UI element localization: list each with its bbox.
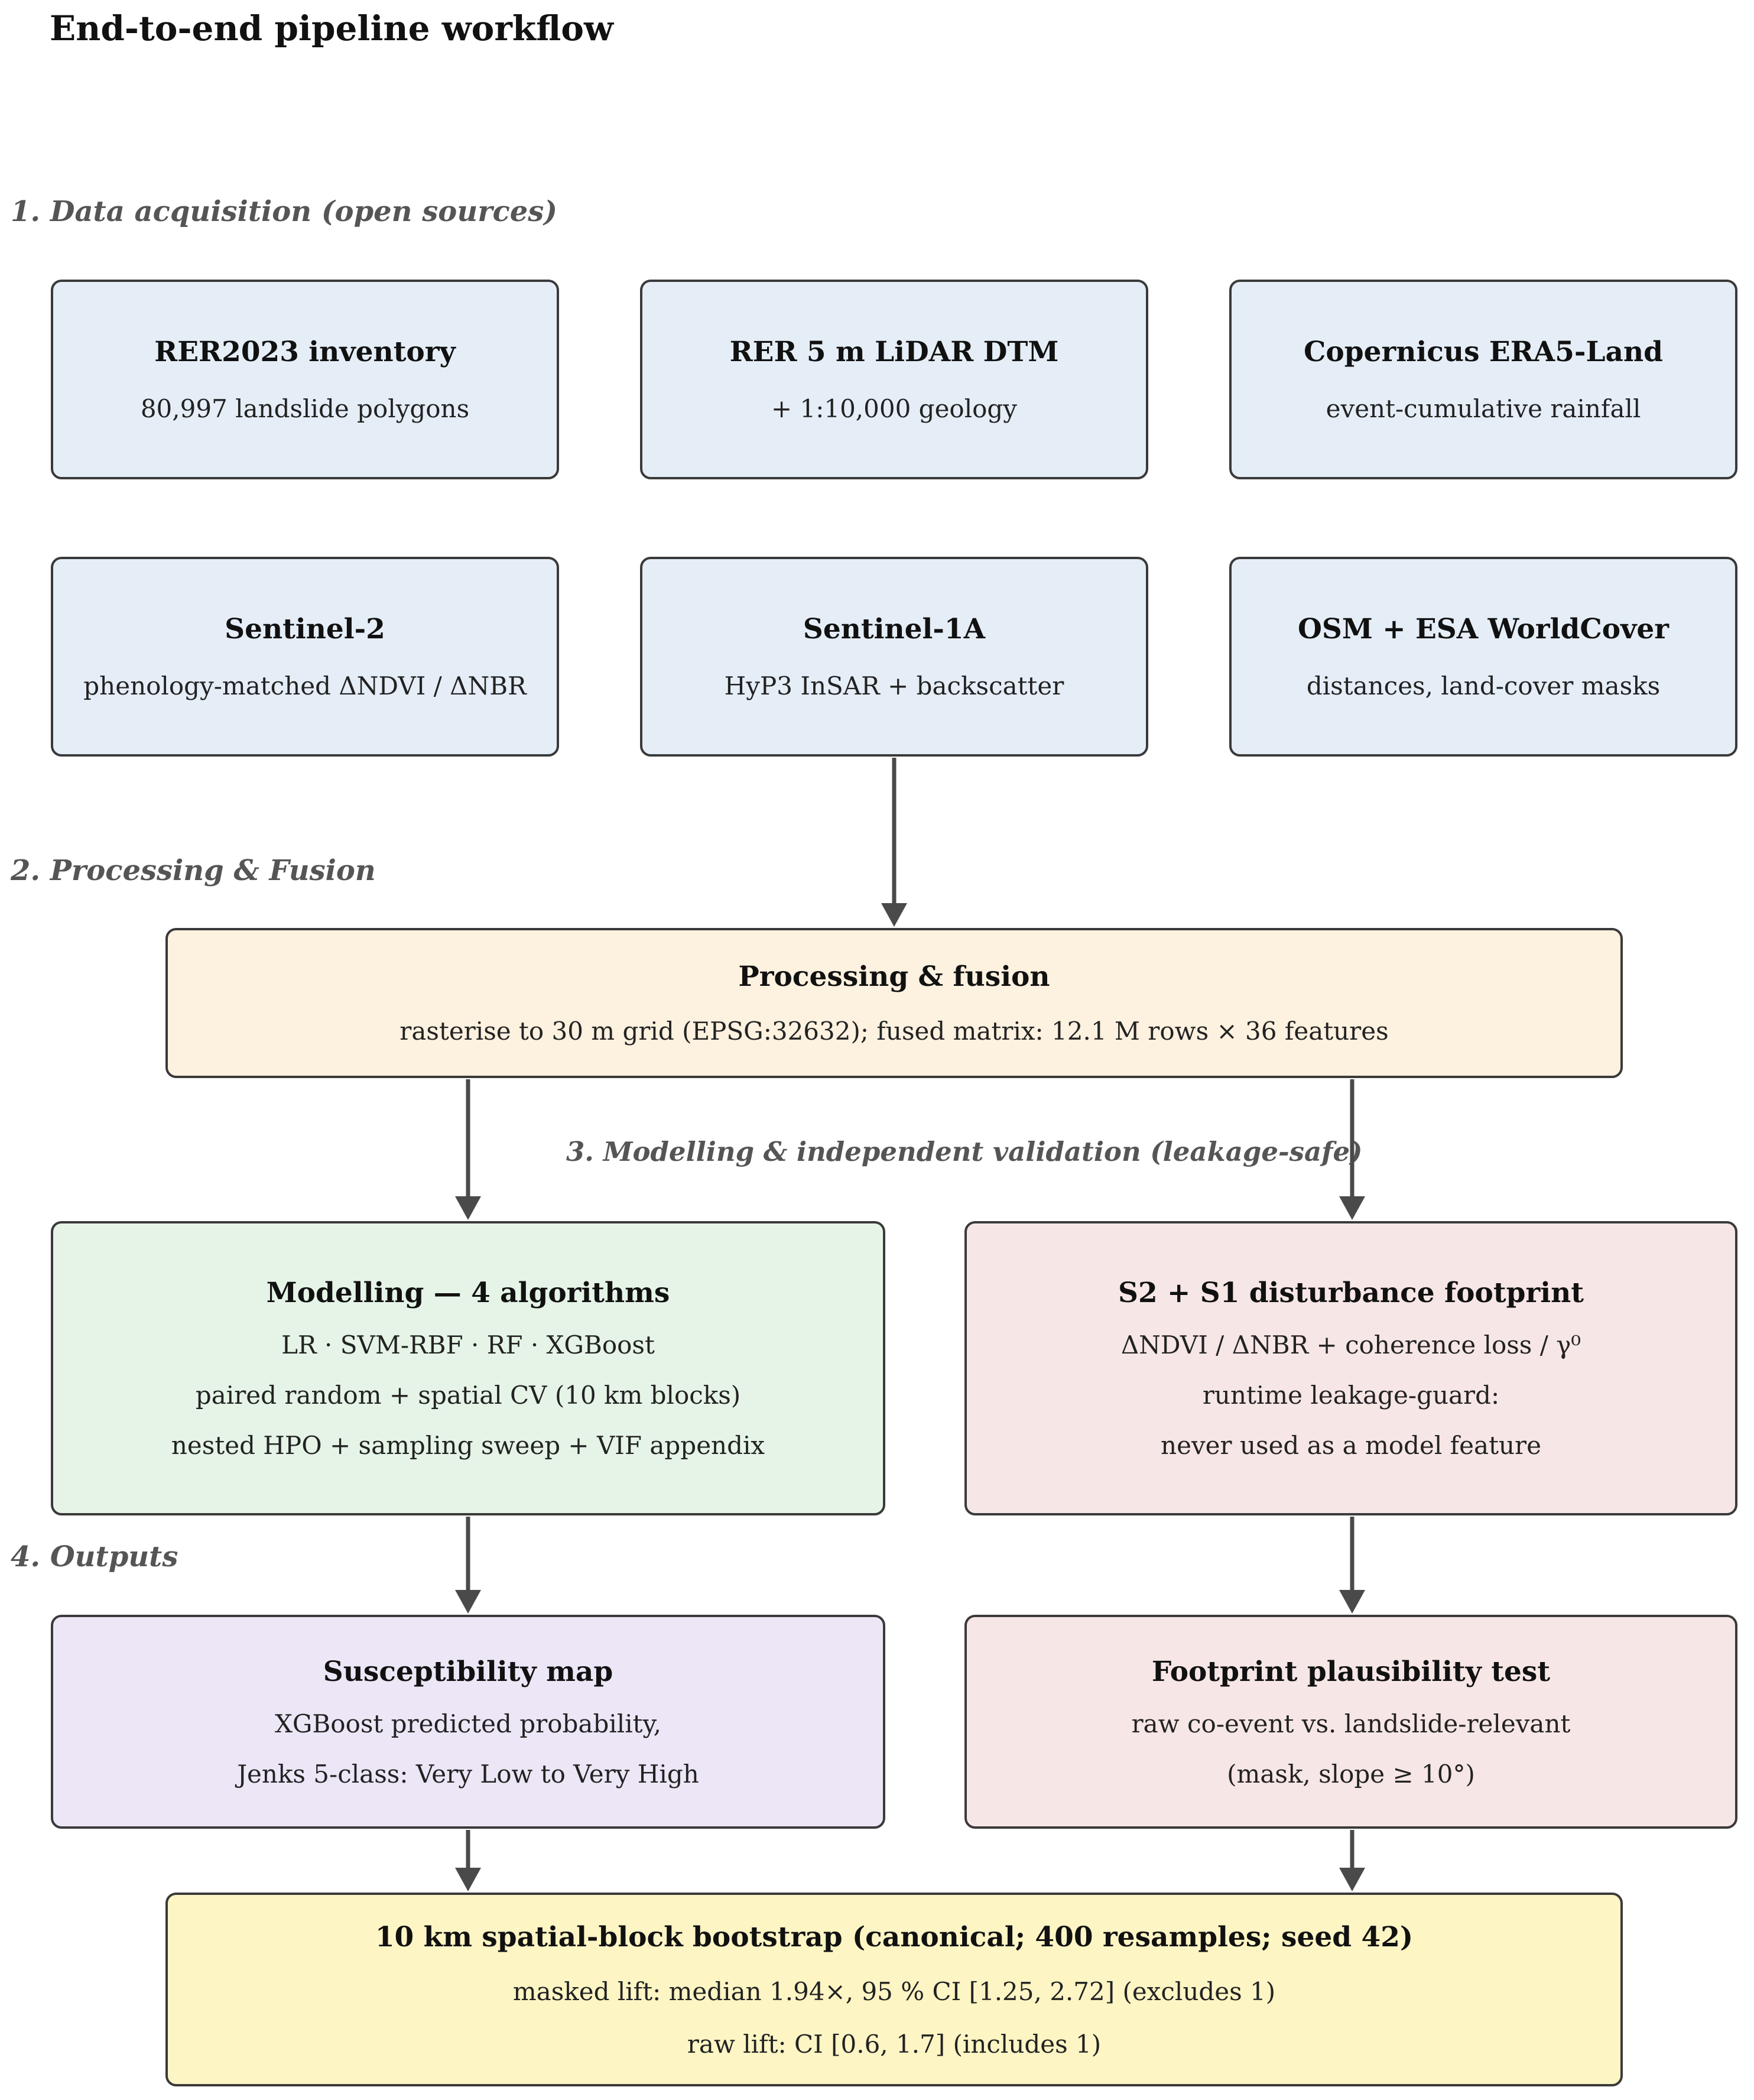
node-detail: raw lift: CI [0.6, 1.7] (includes 1): [687, 2029, 1102, 2059]
node-detail: 80,997 landslide polygons: [140, 394, 470, 423]
node-title: Footprint plausibility test: [1151, 1655, 1551, 1688]
arrowhead: [1339, 1590, 1365, 1614]
section-label-acquisition: 1. Data acquisition (open sources): [11, 195, 558, 228]
node-processing-fusion: Processing & fusion rasterise to 30 m gr…: [165, 928, 1623, 1078]
node-title: Copernicus ERA5-Land: [1303, 336, 1664, 368]
node-title: RER2023 inventory: [154, 336, 456, 368]
node-detail: XGBoost predicted probability,: [274, 1709, 662, 1738]
node-title: Sentinel-2: [225, 613, 385, 645]
node-detail: Jenks 5-class: Very Low to Very High: [237, 1759, 699, 1789]
node-title: Sentinel-1A: [803, 613, 986, 645]
node-modelling: Modelling — 4 algorithms LR · SVM-RBF · …: [51, 1221, 885, 1515]
arrowhead: [1339, 1196, 1365, 1220]
node-detail: raw co-event vs. landslide-relevant: [1131, 1709, 1571, 1738]
section-label-outputs: 4. Outputs: [11, 1540, 178, 1573]
node-sentinel-1a: Sentinel-1A HyP3 InSAR + backscatter: [640, 557, 1148, 757]
node-detail: + 1:10,000 geology: [771, 394, 1018, 423]
node-title: RER 5 m LiDAR DTM: [729, 336, 1059, 368]
node-title: Modelling — 4 algorithms: [266, 1277, 670, 1309]
node-susceptibility-map: Susceptibility map XGBoost predicted pro…: [51, 1615, 885, 1829]
node-detail: paired random + spatial CV (10 km blocks…: [195, 1381, 741, 1410]
node-detail: (mask, slope ≥ 10°): [1227, 1759, 1475, 1789]
node-title: Susceptibility map: [323, 1655, 613, 1688]
node-detail: ΔNDVI / ΔNBR + coherence loss / γ⁰: [1120, 1330, 1581, 1359]
node-detail: event-cumulative rainfall: [1326, 394, 1641, 423]
node-detail: runtime leakage-guard:: [1202, 1381, 1500, 1410]
section-label-modelling: 3. Modelling & independent validation (l…: [566, 1136, 1363, 1167]
node-osm-worldcover: OSM + ESA WorldCover distances, land-cov…: [1229, 557, 1737, 757]
node-detail: phenology-matched ΔNDVI / ΔNBR: [83, 671, 527, 700]
node-detail: distances, land-cover masks: [1306, 671, 1661, 700]
diagram-title: End-to-end pipeline workflow: [50, 8, 613, 48]
node-lidar-dtm: RER 5 m LiDAR DTM + 1:10,000 geology: [640, 280, 1148, 479]
arrowhead: [881, 903, 907, 927]
arrowhead: [455, 1590, 481, 1614]
section-label-processing: 2. Processing & Fusion: [11, 854, 376, 887]
node-title: OSM + ESA WorldCover: [1297, 613, 1669, 645]
node-detail: LR · SVM-RBF · RF · XGBoost: [281, 1330, 655, 1359]
node-rer2023-inventory: RER2023 inventory 80,997 landslide polyg…: [51, 280, 559, 479]
node-detail: masked lift: median 1.94×, 95 % CI [1.25…: [512, 1976, 1276, 2006]
node-era5-land: Copernicus ERA5-Land event-cumulative ra…: [1229, 280, 1737, 479]
node-detail: never used as a model feature: [1161, 1431, 1541, 1460]
arrowhead: [455, 1196, 481, 1220]
arrowhead: [1339, 1868, 1365, 1891]
node-detail: rasterise to 30 m grid (EPSG:32632); fus…: [399, 1017, 1389, 1046]
node-title: 10 km spatial-block bootstrap (canonical…: [375, 1920, 1414, 1953]
arrowhead: [455, 1868, 481, 1891]
node-title: S2 + S1 disturbance footprint: [1118, 1277, 1584, 1309]
node-detail: HyP3 InSAR + backscatter: [724, 671, 1064, 700]
node-detail: nested HPO + sampling sweep + VIF append…: [171, 1431, 765, 1460]
node-title: Processing & fusion: [738, 960, 1050, 993]
node-spatial-block-bootstrap: 10 km spatial-block bootstrap (canonical…: [165, 1893, 1623, 2086]
node-plausibility-test: Footprint plausibility test raw co-event…: [964, 1615, 1737, 1829]
node-disturbance-footprint: S2 + S1 disturbance footprint ΔNDVI / ΔN…: [964, 1221, 1737, 1515]
node-sentinel-2: Sentinel-2 phenology-matched ΔNDVI / ΔNB…: [51, 557, 559, 757]
